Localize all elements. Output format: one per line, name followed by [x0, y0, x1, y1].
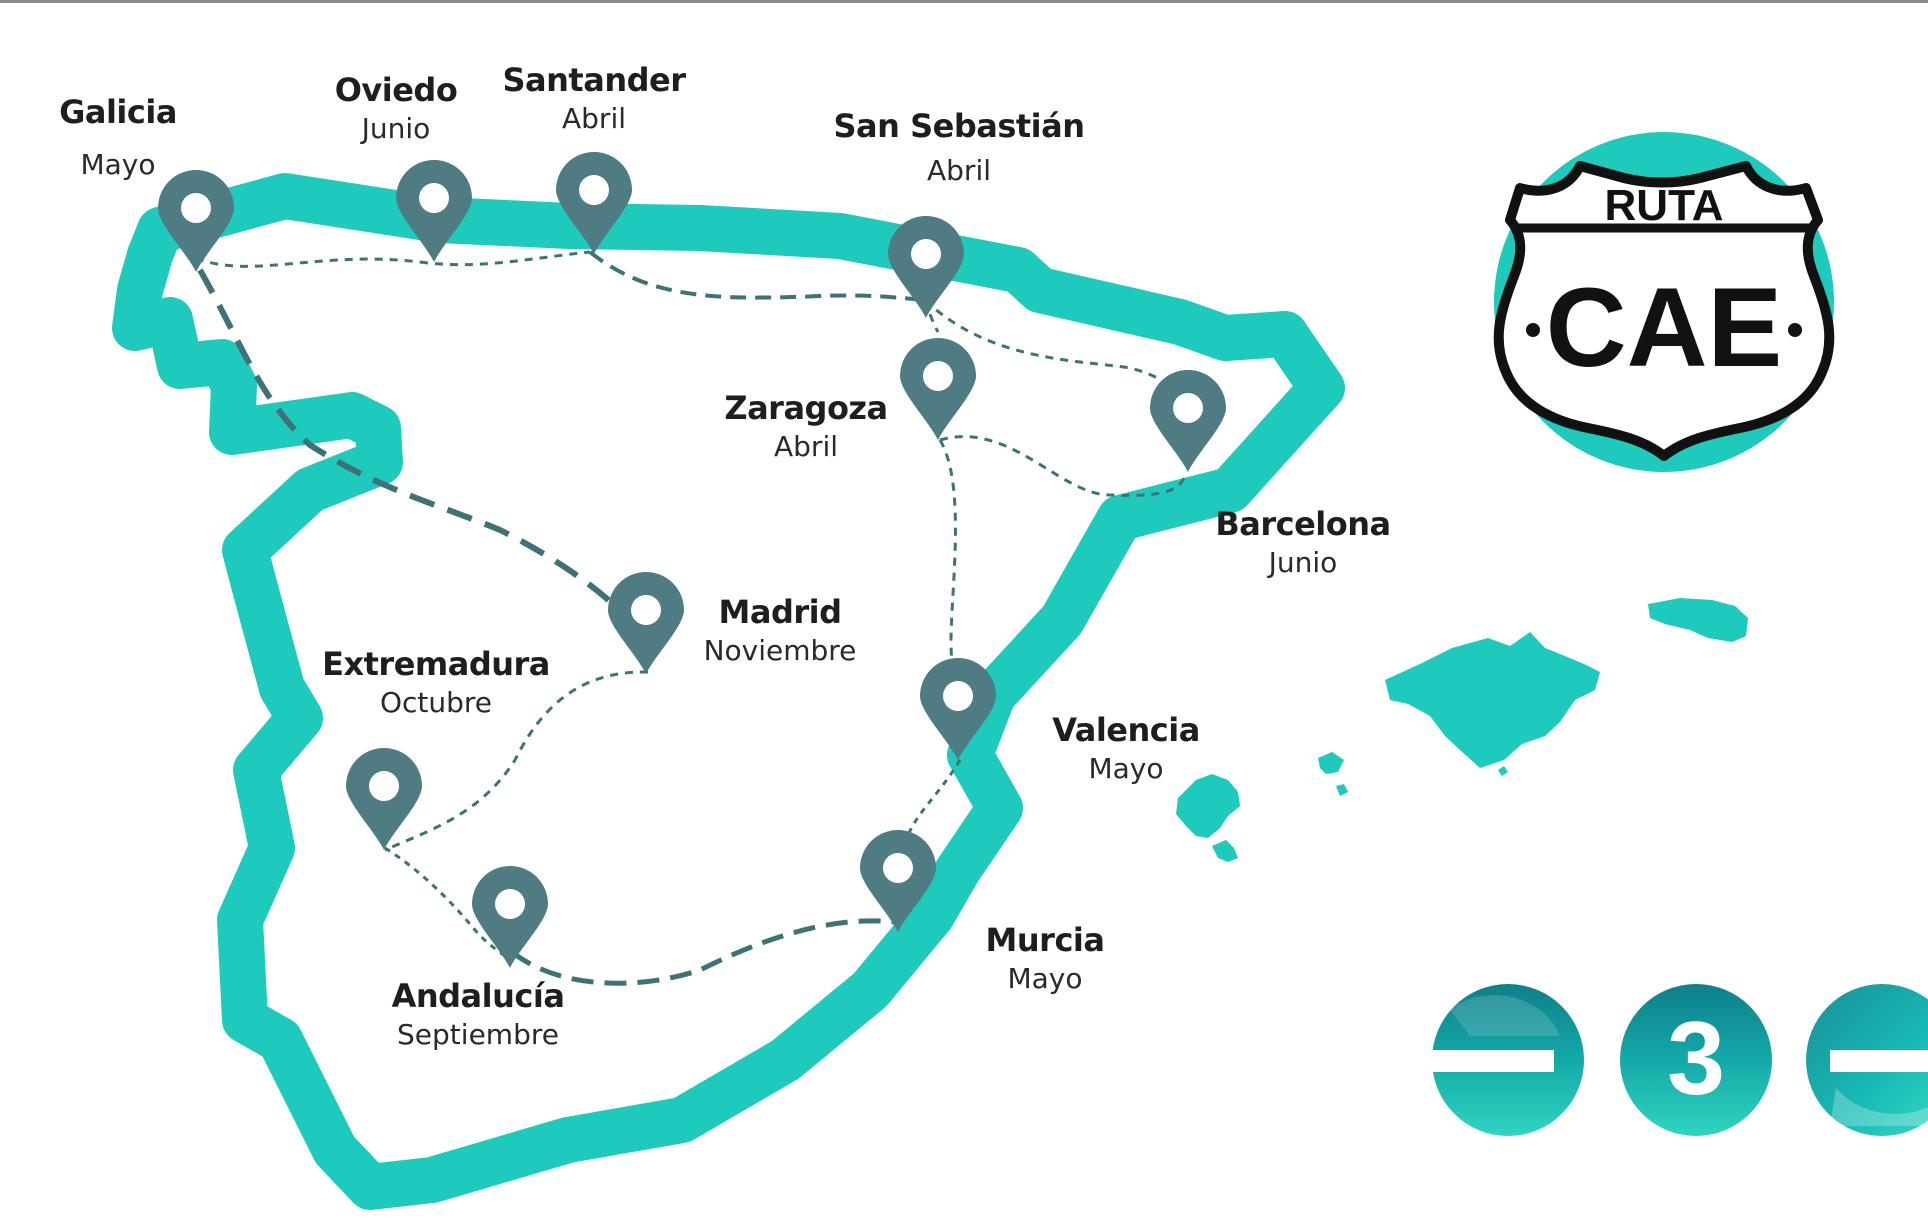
label-santander: Santander Abril [434, 62, 754, 135]
route-zaragoza-barcelona [939, 435, 1187, 497]
pin-hole [181, 193, 211, 223]
logo-digit-3: 3 [1620, 984, 1772, 1136]
logo-letter-e-right [1806, 984, 1928, 1136]
badge-dot-right [1788, 323, 1802, 337]
city-name: Oviedo [334, 71, 458, 109]
pin-hole [369, 771, 399, 801]
ruta-cae-badge: RUTA CAE [1493, 132, 1835, 472]
mallorca-island [1385, 632, 1600, 768]
label-valencia: Valencia Mayo [966, 712, 1286, 785]
city-month: Junio [1268, 545, 1338, 579]
label-andalucia: Andalucía Septiembre [318, 978, 638, 1051]
city-month: Mayo [1088, 751, 1164, 785]
city-month: Septiembre [397, 1017, 559, 1051]
route-oviedo-santander [419, 250, 591, 267]
route-santander-sansebastian [588, 250, 926, 302]
city-month: Abril [927, 153, 991, 187]
route-galicia-madrid [197, 268, 633, 623]
city-month: Abril [562, 101, 626, 135]
city-month: Junio [361, 111, 431, 145]
city-name: Barcelona [1215, 505, 1391, 543]
route-shield-icon [1493, 161, 1835, 461]
cabrera-island [1318, 752, 1344, 774]
city-name: Murcia [985, 921, 1105, 959]
pin-hole [923, 361, 953, 391]
route-andalucia-murcia [510, 918, 896, 986]
badge-dot-left [1526, 323, 1540, 337]
route-extremadura-andalucia [384, 846, 511, 962]
spain-route-outline [112, 173, 1345, 1210]
city-name: Madrid [718, 593, 843, 631]
label-madrid: Madrid Noviembre [620, 594, 940, 667]
pin-hole [419, 183, 449, 213]
city-month: Noviembre [703, 633, 857, 667]
city-month: Mayo [1007, 961, 1083, 995]
pin-hole [495, 889, 525, 919]
city-name: Andalucía [391, 977, 565, 1015]
city-name: Extremadura [322, 645, 550, 683]
pins [158, 151, 1226, 968]
label-san-sebastian: San Sebastián Abril [799, 108, 1119, 187]
top-border [0, 0, 1928, 3]
formentera-island [1212, 840, 1238, 862]
city-name: Valencia [1052, 711, 1200, 749]
e3e-logo: 3 [1432, 984, 1928, 1136]
pin-hole [579, 175, 609, 205]
city-month: Abril [774, 429, 838, 463]
badge-main-text: CAE [1546, 265, 1782, 390]
pin-hole [631, 595, 661, 625]
dashed-connections [195, 250, 1192, 986]
city-name: Santander [502, 61, 686, 99]
svg-text:3: 3 [1667, 1001, 1725, 1117]
label-extremadura: Extremadura Octubre [276, 646, 596, 719]
city-name: Galicia [59, 93, 177, 131]
pin-hole [883, 853, 913, 883]
city-month: Octubre [379, 685, 493, 719]
city-month: Mayo [80, 147, 156, 181]
menorca-island [1648, 598, 1748, 642]
label-barcelona: Barcelona Junio [1143, 506, 1463, 579]
city-name: Zaragoza [724, 389, 888, 427]
balearic-islands [1176, 598, 1748, 862]
dragonera-island [1498, 766, 1508, 776]
route-galicia-oviedo [195, 256, 421, 268]
city-name: San Sebastián [833, 107, 1086, 145]
pin-hole [943, 681, 973, 711]
logo-letter-e-left [1432, 984, 1584, 1136]
cabrera-island-2 [1336, 784, 1348, 796]
label-zaragoza: Zaragoza Abril [646, 390, 966, 463]
label-galicia: Galicia Mayo [0, 94, 278, 181]
ibiza-island [1176, 774, 1240, 838]
label-oviedo: Oviedo Junio [236, 72, 556, 145]
badge-top-text: RUTA [1605, 181, 1724, 230]
label-murcia: Murcia Mayo [885, 922, 1205, 995]
route-madrid-extremadura [384, 670, 649, 852]
pin-hole [911, 239, 941, 269]
pin-hole [1173, 393, 1203, 423]
route-zaragoza-valencia [938, 439, 957, 661]
